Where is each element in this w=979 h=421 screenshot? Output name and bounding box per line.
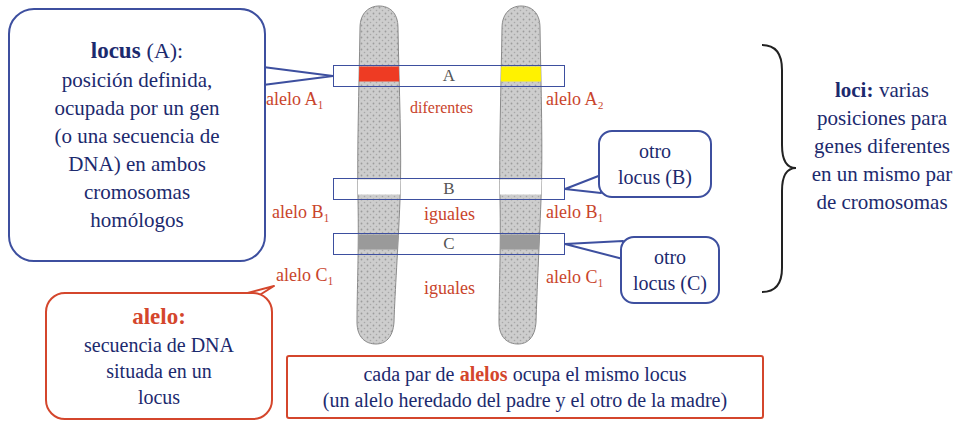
box-text: posición definida, ocupada por un gen (o… [54,68,219,232]
note-box: cada par de alelosocupa el mismo locus (un… [286,355,764,419]
box-text: alelo: [132,304,186,329]
locus-band: B [333,178,565,200]
label-text: alelo C₁ [546,267,604,287]
locus-band: C [333,233,565,255]
locus-letter: A [443,66,455,85]
label-text: diferentes [410,99,473,116]
definition-text: loci:varias posiciones para genes difere… [802,76,962,216]
callout-box: locus(A): posición definida, ocupada por … [8,8,266,262]
callout-tail [565,241,623,259]
label-text: alelo A₂ [546,89,604,109]
callout-tail [565,175,601,193]
allele-segment [340,67,420,82]
comparison-label: iguales [424,203,475,225]
label-text: alelo B₁ [546,202,604,222]
callout-box: otro locus (C) [620,236,720,304]
callout-box: alelo: secuencia de DNA situada en un loc… [45,292,273,420]
comparison-label: iguales [424,277,475,299]
box-text: otro locus (B) [618,140,692,188]
callout-tail [263,67,333,85]
allele-label: alelo A₂ [546,88,604,110]
box-text: (A): [147,38,184,63]
box-text: cada par de [363,363,454,385]
allele-label: alelo B₁ [272,201,330,223]
label-text: alelo A₁ [266,89,324,109]
locus-letter: B [443,179,454,198]
definition-text: loci: [835,78,873,102]
box-text: otro locus (C) [633,246,707,294]
allele-segment [340,235,420,250]
allele-segment [480,67,560,82]
curly-bracket [762,45,796,292]
box-text: ocupa el mismo locus [513,363,687,385]
allele-label: alelo C₁ [276,264,334,286]
label-text: iguales [424,278,475,298]
callout-box: otro locus (B) [598,130,712,198]
label-text: alelo B₁ [272,202,330,222]
box-text: alelos [460,363,508,385]
locus-letter: C [443,234,454,253]
box-text: secuencia de DNA situada en un locus [84,334,234,408]
label-text: iguales [424,204,475,224]
label-text: alelo C₁ [276,265,334,285]
allele-label: alelo C₁ [546,266,604,288]
chromosome [499,6,542,344]
locus-band: A [333,65,565,87]
box-text: (un alelo heredado del padre y el otro d… [323,389,727,411]
allele-segment [480,235,560,250]
allele-segment [480,180,560,195]
box-text: locus [91,38,141,63]
comparison-label: diferentes [410,97,473,119]
allele-label: alelo B₁ [546,201,604,223]
allele-segment [340,180,420,195]
chromosome [357,6,401,344]
definition-text: varias posiciones para genes diferentes … [812,78,953,214]
allele-label: alelo A₁ [266,88,324,110]
